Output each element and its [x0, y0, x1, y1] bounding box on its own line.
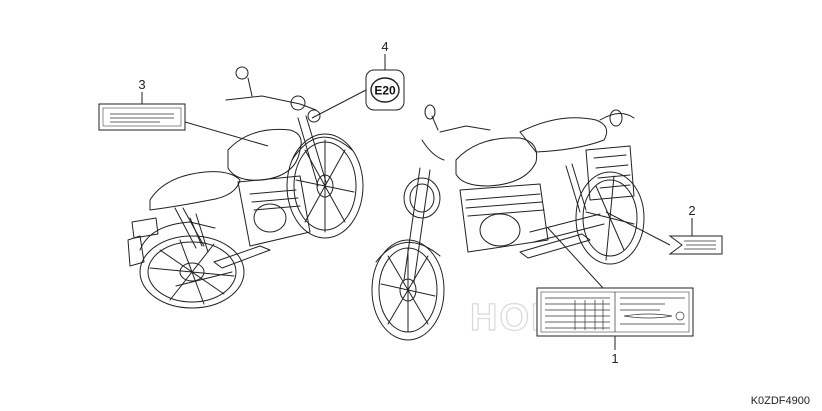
e20-text: E20 — [374, 84, 396, 98]
leader-lines — [141, 54, 693, 350]
label-1-info-plate — [536, 287, 694, 337]
motorcycle-rear-view-icon — [127, 66, 364, 309]
callout-1: 1 — [611, 351, 618, 366]
label-4-e20-sticker: E20 — [365, 69, 405, 111]
callout-4: 4 — [381, 39, 388, 54]
callout-3: 3 — [138, 77, 145, 92]
callout-2: 2 — [688, 203, 695, 218]
label-3-sticker — [98, 103, 186, 131]
motorcycle-front-view-icon — [371, 104, 645, 341]
label-2-sticker — [668, 235, 723, 255]
part-code: K0ZDF4900 — [750, 395, 810, 407]
